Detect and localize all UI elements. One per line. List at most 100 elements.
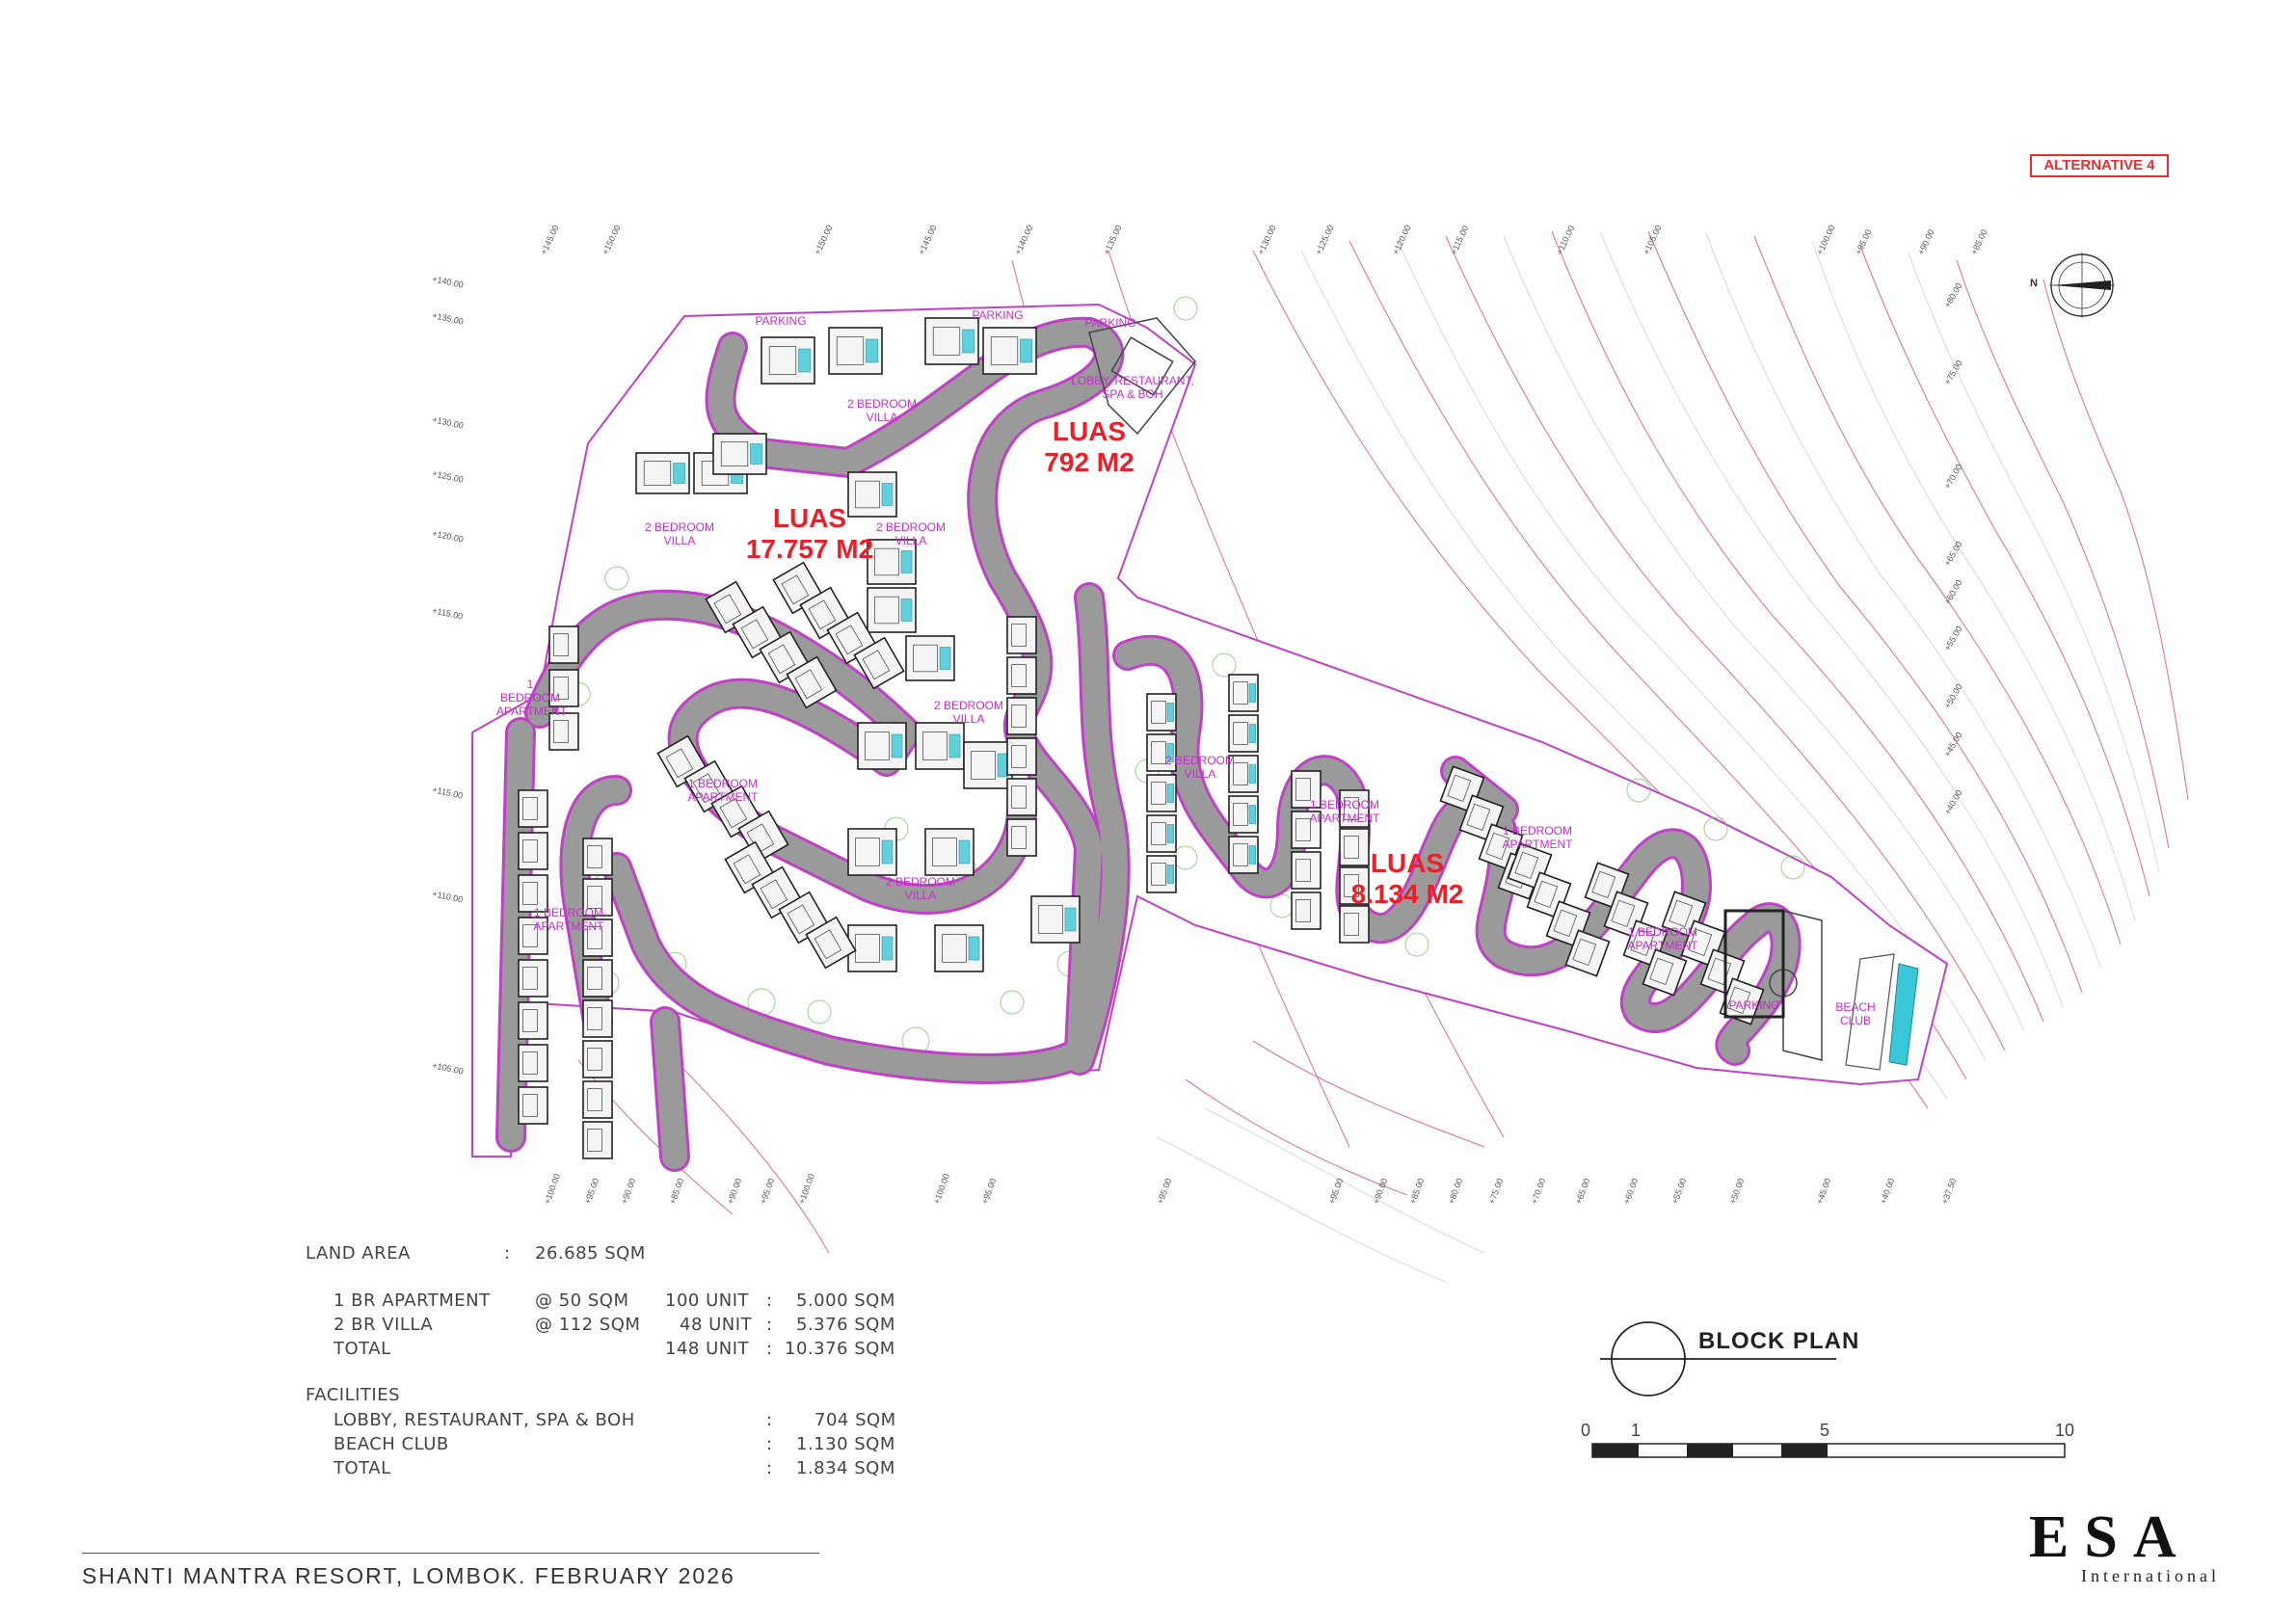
logo-sub-text: International [2081,1566,2220,1585]
elevation-label: +100.00 [542,1172,562,1205]
villa-unit [847,471,897,518]
villa-unit [1228,674,1259,712]
elevation-label: +140.00 [432,274,465,290]
villa-label: 2 BEDROOM VILLA [846,397,917,424]
villa-label: 2 BEDROOM VILLA [1164,754,1235,781]
elevation-label: +110.00 [1555,225,1577,256]
elevation-label: +95.00 [1854,227,1874,255]
apartment-unit [1291,851,1322,890]
elevation-label: +50.00 [1942,682,1964,710]
villa-unit [934,924,984,972]
apartment-unit [548,712,579,751]
scale-label: 10 [2055,1421,2075,1440]
unit-row-sep: : [766,1290,773,1311]
elevation-label: +55.00 [1669,1177,1688,1206]
villa-unit [867,539,917,585]
apartment-unit [805,916,857,970]
apartment-unit [1006,656,1037,695]
land-area-value: 26.685 SQM [535,1243,646,1264]
elevation-label: +40.00 [1942,788,1964,816]
apartment-unit [582,1121,613,1159]
elevation-label: +60.00 [1942,578,1964,606]
elevation-label: +105.00 [432,1060,465,1077]
apartment-unit [518,959,548,998]
land-area-sep: : [504,1243,511,1264]
unit-row-area: 5.000 SQM [796,1290,895,1311]
apartment-label: 1 BEDROOM APARTMENT [1627,925,1698,952]
villa-label: 2 BEDROOM VILLA [644,520,714,547]
villa-unit [1228,755,1259,793]
elevation-label: +55.00 [1942,625,1964,652]
esa-logo: ESA International [2029,1507,2222,1586]
villa-unit [828,327,883,375]
elevation-label: +85.00 [667,1177,685,1206]
villa-unit [963,741,1013,789]
unit-row-units: 100 UNIT [665,1290,750,1311]
apartment-unit [1006,778,1037,816]
elevation-label: +100.00 [796,1172,816,1205]
facility-name: TOTAL [334,1458,391,1478]
villa-unit [847,828,897,876]
elevation-label: +100.00 [931,1172,951,1205]
apartment-unit [1006,697,1037,735]
apartment-unit [582,1080,613,1119]
apartment-unit [518,1044,548,1082]
elevation-label: +45.00 [1814,1177,1832,1206]
apartment-unit [582,878,613,917]
elevation-label: +150.00 [813,224,835,256]
lobby-label: LOBBY, RESTAURANT, SPA & BOH [1071,374,1194,401]
apartment-unit [582,1040,613,1078]
villa-unit [1228,714,1259,753]
villa-unit [867,587,917,633]
elevation-label: +145.00 [917,224,939,256]
elevation-label: +60.00 [1621,1177,1640,1206]
villa-unit [847,924,897,972]
apartment-unit [582,918,613,957]
elevation-label: +115.00 [1449,225,1471,256]
apartment-unit [1006,616,1037,654]
apartment-unit [1339,828,1370,866]
villa-unit [712,433,767,475]
north-arrow-icon [2049,253,2115,318]
elevation-label: +90.00 [725,1177,743,1206]
unit-row-area: 10.376 SQM [785,1339,895,1359]
block-plan-symbol-icon [1600,1321,1836,1397]
drawing-title: SHANTI MANTRA RESORT, LOMBOK. FEBRUARY 2… [82,1563,735,1588]
unit-row-area: 5.376 SQM [796,1315,895,1335]
villa-unit [905,635,955,681]
villa-unit [982,327,1037,375]
land-area-label: LAND AREA [306,1243,411,1264]
elevation-label: +80.00 [1942,281,1964,309]
elevation-label: +145.00 [539,224,561,256]
villa-label: 2 BEDROOM VILLA [933,699,1003,726]
apartment-unit [786,655,838,709]
villa-unit [1146,693,1177,732]
title-underline [82,1553,819,1554]
elevation-label: +90.00 [1371,1177,1389,1206]
unit-row-name: TOTAL [334,1339,391,1359]
villa-unit [1146,774,1177,812]
scale-label: 0 [1581,1421,1591,1440]
apartment-unit [1291,891,1322,930]
parking-label: PARKING [1728,998,1780,1012]
elevation-label: +95.00 [758,1177,776,1206]
elevation-label: +115.00 [432,605,465,621]
apartment-unit [1339,789,1370,828]
elevation-label: +130.00 [432,414,465,431]
apartment-label: 1 BEDROOM APARTMENT [1309,798,1380,825]
facility-name: BEACH CLUB [334,1434,449,1454]
villa-label: 2 BEDROOM VILLA [885,875,955,902]
elevation-labels-bottom: +100.00+95.00+90.00+85.00+90.00+95.00+10… [542,1172,1958,1205]
elevation-label: +115.00 [432,785,465,800]
elevation-label: +100.00 [1815,224,1837,256]
unit-row-rate: @ 112 SQM [535,1315,641,1335]
apartment-unit [518,789,548,828]
parking-label: PARKING [755,314,807,328]
beach-club-label: BEACH CLUB [1835,1000,1876,1027]
apartment-unit [582,999,613,1038]
elevation-label: +120.00 [432,528,465,545]
facility-area: 1.130 SQM [796,1434,895,1454]
villa-unit [1146,733,1177,772]
